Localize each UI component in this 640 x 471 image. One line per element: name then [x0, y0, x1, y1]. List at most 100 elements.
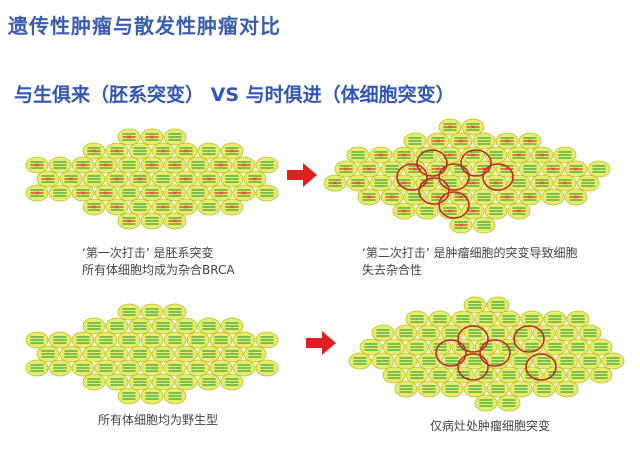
- cell: [174, 373, 198, 391]
- cell: [543, 338, 567, 356]
- svg-text:×: ×: [34, 190, 39, 197]
- cell: ×: [243, 170, 267, 188]
- cell: [255, 331, 279, 349]
- cell: ×: [553, 174, 577, 192]
- cell: [369, 174, 393, 192]
- svg-text:×: ×: [149, 190, 154, 197]
- svg-text:×: ×: [172, 162, 177, 169]
- svg-text:×: ×: [103, 190, 108, 197]
- cell: ×: [495, 132, 519, 150]
- cell: [140, 359, 164, 377]
- cell: [566, 366, 590, 384]
- cell: [71, 359, 95, 377]
- cell: [371, 352, 395, 370]
- cell: [197, 198, 221, 216]
- svg-text:×: ×: [80, 162, 85, 169]
- tumor-ring: [482, 163, 514, 191]
- svg-text:×: ×: [91, 204, 96, 211]
- cell: [128, 198, 152, 216]
- cell: ×: [426, 188, 450, 206]
- svg-text:×: ×: [516, 208, 521, 215]
- cell: [117, 156, 141, 174]
- svg-text:×: ×: [103, 162, 108, 169]
- cell: [371, 324, 395, 342]
- svg-text:×: ×: [378, 152, 383, 159]
- cell: [451, 310, 475, 328]
- svg-text:×: ×: [470, 208, 475, 215]
- tumor-ring: [479, 339, 511, 367]
- svg-text:×: ×: [493, 180, 498, 187]
- svg-text:×: ×: [447, 208, 452, 215]
- tissue-sporadic-tumor: [348, 296, 625, 412]
- cell: ×: [174, 142, 198, 160]
- svg-text:×: ×: [343, 166, 348, 173]
- cell: [220, 170, 244, 188]
- caption-first-hit-line2: 所有体细胞均成为杂合BRCA: [82, 263, 235, 277]
- cell: ×: [59, 170, 83, 188]
- svg-text:×: ×: [114, 204, 119, 211]
- cell: [428, 338, 452, 356]
- svg-text:×: ×: [91, 148, 96, 155]
- cell: [82, 373, 106, 391]
- svg-text:×: ×: [562, 180, 567, 187]
- cell: [474, 310, 498, 328]
- cell: [553, 146, 577, 164]
- cell: ×: [438, 146, 462, 164]
- cell: [486, 380, 510, 398]
- cell: [105, 373, 129, 391]
- cell: [197, 142, 221, 160]
- cell: [587, 160, 611, 178]
- cell: ×: [174, 198, 198, 216]
- svg-text:×: ×: [229, 148, 234, 155]
- svg-text:×: ×: [137, 176, 142, 183]
- svg-text:×: ×: [539, 180, 544, 187]
- cell: ×: [71, 184, 95, 202]
- cell: ×: [461, 174, 485, 192]
- cell: [163, 303, 187, 321]
- cell: [497, 366, 521, 384]
- cell: [140, 212, 164, 230]
- tissue-wildtype: [25, 303, 279, 405]
- cell: [348, 352, 372, 370]
- cell: ×: [140, 184, 164, 202]
- cell: [472, 132, 496, 150]
- cell: [151, 170, 175, 188]
- cell: [509, 380, 533, 398]
- tumor-ring: [396, 163, 428, 191]
- cell: [174, 317, 198, 335]
- caption-wildtype-line1: 所有体细胞均为野生型: [98, 413, 219, 427]
- cell: [128, 317, 152, 335]
- cell: ×: [495, 188, 519, 206]
- svg-text:×: ×: [172, 190, 177, 197]
- cell: [428, 366, 452, 384]
- svg-text:×: ×: [252, 176, 257, 183]
- cell: [71, 331, 95, 349]
- cell: [117, 331, 141, 349]
- cell: [163, 331, 187, 349]
- tumor-ring: [525, 353, 557, 381]
- svg-text:×: ×: [355, 180, 360, 187]
- cell: [555, 380, 579, 398]
- cell: [394, 352, 418, 370]
- svg-text:×: ×: [458, 138, 463, 145]
- cell: [576, 174, 600, 192]
- svg-text:×: ×: [447, 152, 452, 159]
- cell: [415, 202, 439, 220]
- tumor-ring: [460, 149, 492, 177]
- cell: [151, 345, 175, 363]
- cell: ×: [163, 156, 187, 174]
- cell: [94, 359, 118, 377]
- cell: ×: [25, 156, 49, 174]
- cell: ×: [232, 184, 256, 202]
- cell: ×: [518, 132, 542, 150]
- svg-text:×: ×: [45, 176, 50, 183]
- cell: ×: [197, 170, 221, 188]
- cell: [128, 345, 152, 363]
- svg-text:×: ×: [366, 166, 371, 173]
- cell: ×: [403, 160, 427, 178]
- cell: ×: [36, 170, 60, 188]
- cell: ×: [163, 212, 187, 230]
- cell: [601, 352, 625, 370]
- cell: ×: [128, 170, 152, 188]
- svg-text:×: ×: [504, 166, 509, 173]
